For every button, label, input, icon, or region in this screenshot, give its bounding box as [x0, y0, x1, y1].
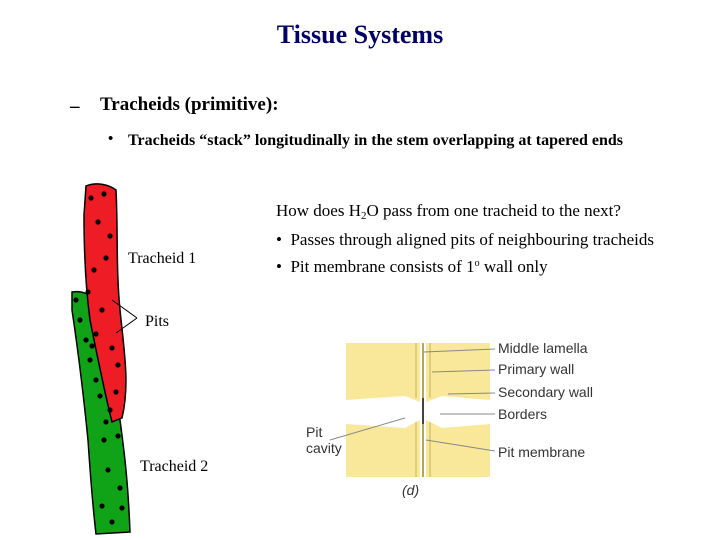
question-line: How does H2O pass from one tracheid to t… [276, 199, 706, 228]
pit-dot [83, 337, 89, 343]
question-subscript: 2 [361, 210, 367, 222]
pit-dot [115, 362, 121, 368]
pit-cavity-left [346, 396, 420, 428]
pit-dot [88, 195, 94, 201]
panel-label: (d) [402, 482, 420, 498]
pit-dot [93, 377, 99, 383]
label-pit-membrane: Pit membrane [498, 444, 586, 460]
tracheid-2-label: Tracheid 2 [140, 458, 209, 475]
leader-primary-wall [431, 369, 496, 373]
leader-pit-cavity [329, 417, 406, 441]
pit-dot [117, 485, 123, 491]
pit-dot [115, 433, 121, 439]
tracheid-1-label: Tracheid 1 [128, 250, 197, 267]
label-secondary-wall: Secondary wall [498, 384, 593, 400]
pit-dot [119, 505, 125, 511]
label-pit-cavity-line1: Pit [306, 424, 323, 440]
slide-title: Tissue Systems [276, 20, 444, 49]
answer-bullet-1-text: Passes through aligned pits of neighbour… [290, 230, 655, 249]
level1-marker: – [70, 96, 80, 117]
label-pit-cavity-line2: cavity [306, 440, 342, 456]
pit-dot [113, 389, 119, 395]
pit-dot [103, 419, 109, 425]
pit-dot [93, 331, 99, 337]
pit-dot [99, 503, 105, 509]
pit-dot [91, 267, 97, 273]
leader-middle-lamella [423, 348, 496, 353]
level1-heading: Tracheids (primitive): [100, 94, 279, 115]
pit-dot [101, 191, 107, 197]
tracheid-1-cell [83, 183, 127, 424]
question-text-rest: O pass from one tracheid to the next? [366, 201, 621, 220]
pit-dot [109, 345, 115, 351]
pit-dot [107, 407, 113, 413]
answer-bullet-2-text: Pit membrane consists of 1 [290, 257, 475, 276]
level2-bullet-text: Tracheids “stack” longitudinally in the … [128, 132, 623, 149]
pit-dot [105, 467, 111, 473]
pits-pointer-line [111, 299, 138, 319]
answer-bullet-2-rest: wall only [479, 257, 548, 276]
pit-dot [97, 393, 103, 399]
label-primary-wall: Primary wall [498, 361, 575, 377]
leader-pit-membrane [425, 439, 496, 452]
pit-dot [89, 343, 95, 349]
answer-bullet-2: • Pit membrane consists of 1o wall only [276, 252, 706, 279]
pit-dot [101, 437, 107, 443]
pit-dot [87, 357, 93, 363]
pit-dot [99, 307, 105, 313]
label-borders: Borders [498, 406, 548, 422]
pit-dot [73, 297, 79, 303]
pit-dot [107, 233, 113, 239]
question-text: How does H [276, 201, 361, 220]
label-middle-lamella: Middle lamella [498, 340, 588, 356]
pit-dot [95, 219, 101, 225]
pit-dot [109, 519, 115, 525]
leader-secondary-wall [447, 392, 496, 395]
bullet-marker: • [276, 230, 282, 249]
pit-dot [85, 289, 91, 295]
pit-dot [77, 317, 83, 323]
pits-pointer-line [115, 317, 138, 334]
degree-superscript: o [474, 258, 480, 269]
pits-label: Pits [145, 313, 170, 330]
pit-cavity-right [426, 396, 490, 428]
answer-bullet-1: • Passes through aligned pits of neighbo… [276, 228, 706, 252]
pit-dot [103, 255, 109, 261]
level2-bullet-marker: • [108, 131, 114, 147]
question-block: How does H2O pass from one tracheid to t… [276, 199, 706, 279]
bullet-marker: • [276, 257, 282, 276]
